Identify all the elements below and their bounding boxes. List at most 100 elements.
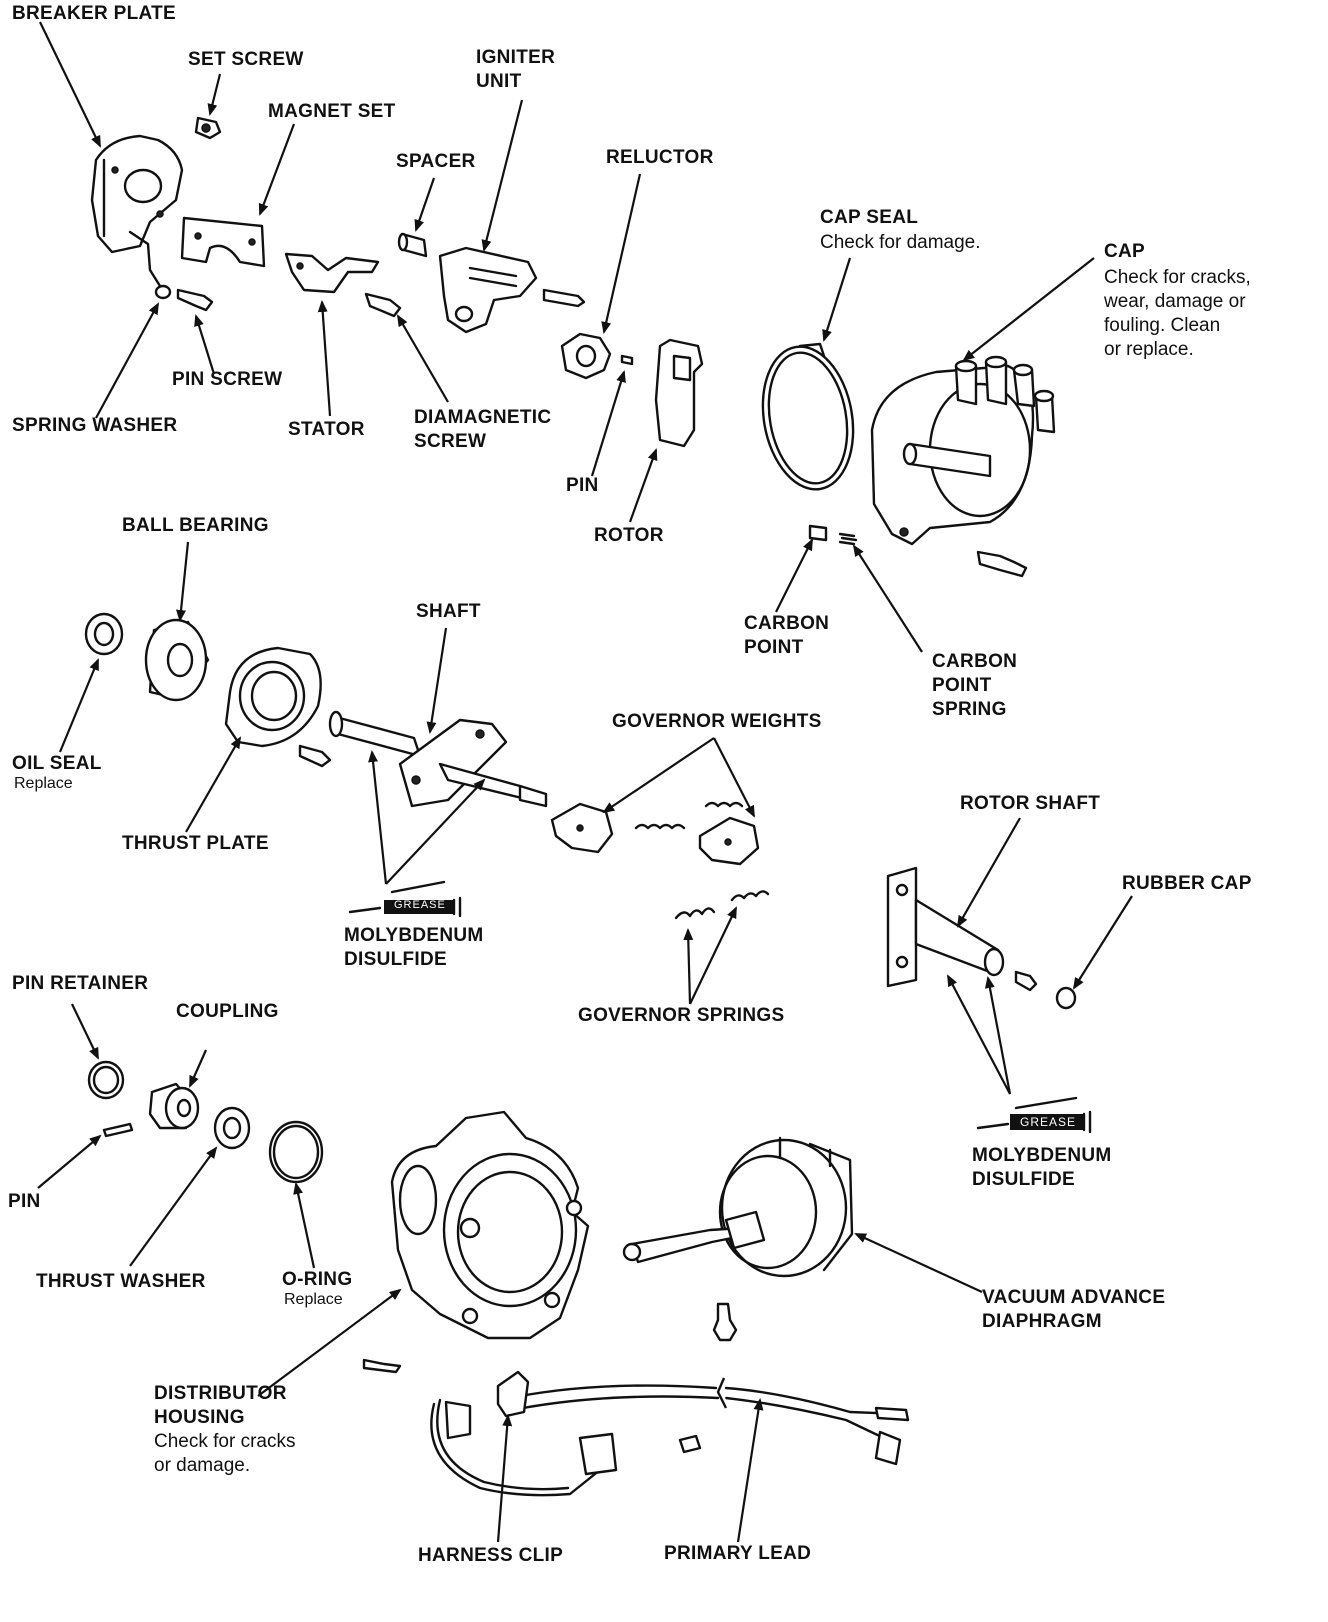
label-pin-bottom: PIN	[8, 1191, 41, 1212]
rotor-shaft-part	[886, 866, 1005, 988]
label-shaft: SHAFT	[416, 601, 481, 622]
label-moly-1-line2: DISULFIDE	[344, 949, 447, 970]
label-carbon-point-line1: CARBON	[744, 613, 830, 634]
label-breaker-plate: BREAKER PLATE	[12, 3, 176, 24]
governor-weight-part-2	[698, 816, 760, 866]
label-distributor-housing-line2: HOUSING	[154, 1407, 245, 1428]
grease-tube-icon-1	[348, 880, 462, 918]
label-moly-2-line1: MOLYBDENUM	[972, 1145, 1112, 1166]
label-oil-seal: OIL SEAL	[12, 753, 102, 774]
primary-lead-harness-part	[430, 1370, 910, 1497]
label-igniter-unit-line2: UNIT	[476, 71, 522, 92]
thrust-plate-screw-part	[298, 744, 332, 768]
label-magnet-set: MAGNET SET	[268, 101, 396, 122]
reluctor-part	[560, 332, 612, 380]
note-cap-seal: Check for damage.	[820, 232, 981, 253]
grease-tube-text-2: GREASE	[1020, 1115, 1077, 1129]
label-ball-bearing: BALL BEARING	[122, 515, 269, 536]
label-diamagnetic-screw-line2: SCREW	[414, 431, 487, 452]
label-thrust-plate: THRUST PLATE	[122, 833, 269, 854]
governor-spring-part-2	[704, 801, 744, 808]
label-thrust-washer: THRUST WASHER	[36, 1271, 206, 1292]
thrust-washer-part	[213, 1106, 251, 1150]
breaker-plate-part	[90, 134, 184, 254]
grease-tube-text-1: GREASE	[394, 899, 446, 911]
pin-screw-part	[176, 288, 214, 312]
note-o-ring: Replace	[284, 1291, 343, 1308]
thrust-plate-part	[224, 646, 322, 748]
label-rubber-cap: RUBBER CAP	[1122, 873, 1252, 894]
label-spring-washer: SPRING WASHER	[12, 415, 178, 436]
governor-spring-part-3	[674, 907, 716, 920]
label-rotor-shaft: ROTOR SHAFT	[960, 793, 1101, 814]
label-spacer: SPACER	[396, 151, 476, 172]
label-carbon-point-spring-line2: POINT	[932, 675, 992, 696]
rotor-shaft-screw-part	[1014, 970, 1038, 992]
note-housing-line1: Check for cracks	[154, 1431, 296, 1452]
cap-seal-part	[761, 342, 855, 491]
cap-screw-part	[976, 550, 1028, 578]
stator-part	[284, 252, 380, 294]
label-pin-screw: PIN SCREW	[172, 369, 283, 390]
o-ring-part	[268, 1120, 324, 1184]
note-cap-line4: or replace.	[1104, 339, 1194, 360]
breaker-plate-link-line	[128, 230, 162, 288]
igniter-unit-part	[438, 246, 538, 334]
label-cap: CAP	[1104, 241, 1146, 262]
label-set-screw: SET SCREW	[188, 49, 304, 70]
note-cap-line1: Check for cracks,	[1104, 267, 1251, 288]
label-distributor-housing-line1: DISTRIBUTOR	[154, 1383, 287, 1404]
rubber-cap-part	[1055, 986, 1077, 1010]
label-coupling: COUPLING	[176, 1001, 279, 1022]
label-pin-top: PIN	[566, 475, 599, 496]
label-governor-springs: GOVERNOR SPRINGS	[578, 1005, 785, 1026]
note-housing-line2: or damage.	[154, 1455, 251, 1476]
carbon-point-spring-part	[838, 532, 858, 546]
label-carbon-point-line2: POINT	[744, 637, 804, 658]
label-rotor: ROTOR	[594, 525, 664, 546]
governor-spring-part-4	[730, 890, 770, 902]
shaft-part	[328, 710, 548, 808]
pin-part-top	[620, 354, 634, 366]
label-reluctor: RELUCTOR	[606, 147, 714, 168]
label-vacuum-advance-line2: DIAPHRAGM	[982, 1311, 1102, 1332]
label-carbon-point-spring-line1: CARBON	[932, 651, 1018, 672]
coupling-part	[148, 1082, 200, 1130]
spring-washer-part	[154, 284, 172, 300]
distributor-cap-part	[870, 355, 1056, 546]
label-o-ring: O-RING	[282, 1269, 353, 1290]
pin-part-bottom	[102, 1122, 134, 1138]
note-cap-line3: fouling. Clean	[1104, 315, 1221, 336]
ball-bearing-part	[144, 618, 210, 702]
label-cap-seal: CAP SEAL	[820, 207, 919, 228]
vacuum-advance-part	[622, 1136, 854, 1278]
label-moly-1-line1: MOLYBDENUM	[344, 925, 484, 946]
label-primary-lead: PRIMARY LEAD	[664, 1543, 812, 1564]
leader-arrows	[37, 21, 1133, 1543]
spacer-part	[397, 232, 428, 258]
vacuum-screw-part	[712, 1302, 738, 1342]
housing-screw-part	[362, 1358, 402, 1374]
note-oil-seal: Replace	[14, 775, 73, 792]
set-screw-part	[194, 116, 222, 140]
igniter-screw-part	[542, 288, 586, 308]
label-governor-weights: GOVERNOR WEIGHTS	[612, 711, 822, 732]
label-vacuum-advance-line1: VACUUM ADVANCE	[982, 1287, 1166, 1308]
rotor-part	[654, 338, 704, 448]
label-stator: STATOR	[288, 419, 365, 440]
label-moly-2-line2: DISULFIDE	[972, 1169, 1075, 1190]
label-pin-retainer: PIN RETAINER	[12, 973, 149, 994]
diamagnetic-screw-part	[364, 292, 402, 318]
distributor-housing-part	[390, 1110, 590, 1340]
label-carbon-point-spring-line3: SPRING	[932, 699, 1007, 720]
label-diamagnetic-screw-line1: DIAMAGNETIC	[414, 407, 552, 428]
governor-weight-part-1	[550, 802, 614, 854]
governor-spring-part-1	[634, 823, 686, 830]
label-harness-clip: HARNESS CLIP	[418, 1545, 564, 1566]
oil-seal-part	[84, 612, 124, 656]
carbon-point-part	[808, 524, 828, 542]
pin-retainer-part	[87, 1060, 125, 1100]
magnet-set-part	[180, 216, 266, 268]
